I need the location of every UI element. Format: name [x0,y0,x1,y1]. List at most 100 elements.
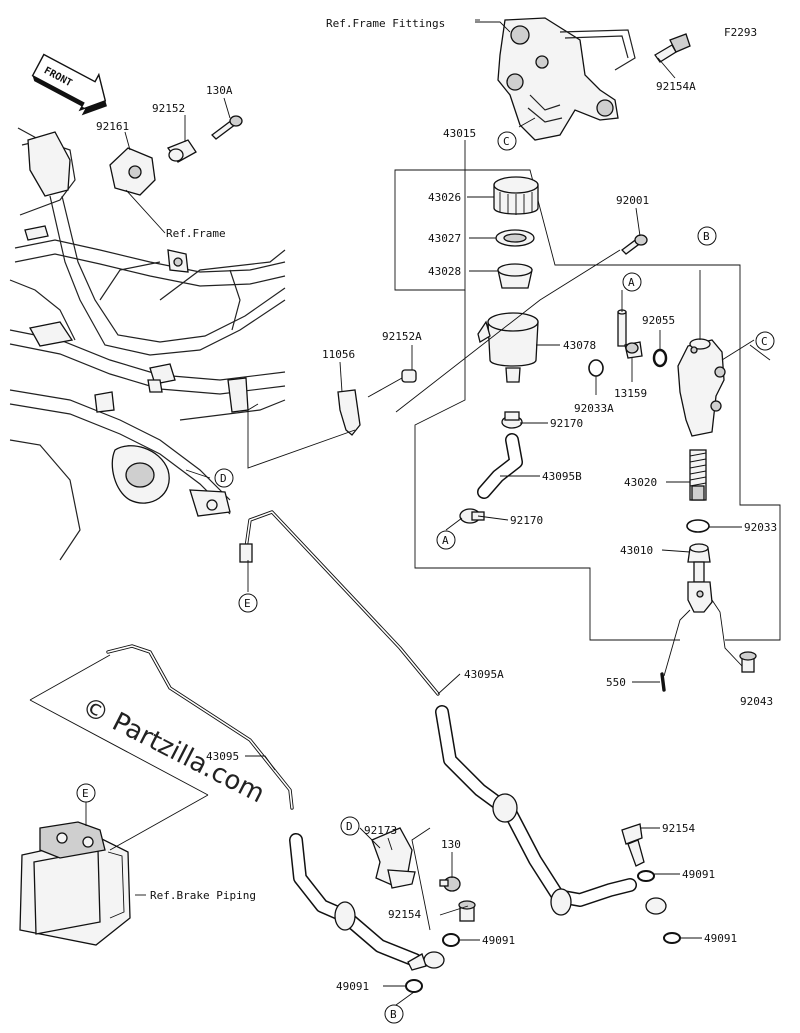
part-label-92043: 92043 [740,695,773,708]
callout-c-right: C [755,331,775,351]
svg-text:E: E [244,597,251,610]
svg-text:D: D [220,472,227,485]
banjo-bolt-92154-left[interactable] [458,900,476,922]
diaphragm-43028[interactable] [497,263,533,289]
reservoir-cap-43026[interactable] [493,176,539,215]
circlip-92033[interactable] [686,519,710,533]
part-label-43095: 43095 [206,750,239,763]
clamp-92170-upper[interactable] [501,411,523,429]
svg-text:B: B [703,230,710,243]
part-label-49091-right-lower: 49091 [704,932,737,945]
part-labels: Ref.Frame Fittings 92154A 43015 43026 43… [96,17,777,993]
part-label-130: 130 [441,838,461,851]
hose-43095B[interactable] [477,433,523,499]
svg-text:© Partzilla.com: © Partzilla.com [77,692,269,810]
part-label-11056: 11056 [322,348,355,361]
callout-e-abs: E [76,783,96,803]
spring-43020[interactable] [689,449,707,501]
damper-92152[interactable] [166,139,197,163]
callout-d-bracket: D [340,816,360,836]
screw-92001[interactable] [621,234,648,255]
brake-hose-right[interactable] [435,705,637,916]
circlip-92033A[interactable] [588,359,604,377]
bolt-92154A[interactable] [654,33,691,63]
union-13159[interactable] [624,341,643,359]
part-label-49091-left-lower: 49091 [336,980,369,993]
bolt-130[interactable] [439,876,461,892]
collar-92152A[interactable] [401,369,417,383]
push-rod-43010[interactable] [687,543,713,613]
banjo-fitting-right[interactable] [645,897,667,915]
bracket-11056[interactable] [337,389,361,436]
part-label-92170-lower: 92170 [510,514,543,527]
banjo-fitting-left[interactable] [407,951,445,971]
part-label-43078: 43078 [563,339,596,352]
part-label-130A: 130A [206,84,233,97]
leader-lines [29,19,771,1006]
cotter-pin-550[interactable] [660,672,666,692]
master-cylinder-43015[interactable] [677,338,726,437]
part-label-550: 550 [606,676,626,689]
seat-bracket-92161[interactable] [109,147,156,196]
washer-49091-left-lower[interactable] [405,979,423,993]
part-label-43010: 43010 [620,544,653,557]
front-arrow-icon: FRONT [31,53,107,116]
part-label-43095A: 43095A [464,668,504,681]
figure-code: F2293 [724,26,757,39]
svg-text:B: B [390,1008,397,1021]
reservoir-43078[interactable] [477,312,539,383]
callout-e-pipe: E [238,593,258,613]
callout-c-top: C [497,131,517,151]
svg-text:C: C [761,335,768,348]
washer-49091-right-upper[interactable] [637,870,655,882]
brake-pipe-43095[interactable] [106,644,294,810]
o-ring-92055[interactable] [652,348,668,368]
part-label-92154-right: 92154 [662,822,695,835]
ref-frame-fittings-label: Ref.Frame Fittings [326,17,445,30]
frame-fittings-bracket [497,17,636,141]
svg-text:A: A [442,534,449,547]
banjo-bolt-92154-right[interactable] [621,823,645,867]
part-label-43020: 43020 [624,476,657,489]
part-label-49091-right-upper: 49091 [682,868,715,881]
ref-brake-piping-label: Ref.Brake Piping [150,889,256,902]
svg-text:D: D [346,820,353,833]
callout-d-frame: D [214,468,234,488]
callout-a-top: A [622,272,642,292]
part-label-92154-left: 92154 [388,908,421,921]
watermark: © Partzilla.com [77,692,269,810]
part-label-92033: 92033 [744,521,777,534]
part-label-92170-upper: 92170 [550,417,583,430]
part-label-49091-left-upper: 49091 [482,934,515,947]
part-label-92173: 92173 [364,824,397,837]
part-label-92154A: 92154A [656,80,696,93]
pin-92043[interactable] [739,651,757,673]
bolt-130A[interactable] [211,115,243,140]
part-label-43095B: 43095B [542,470,582,483]
frame-illustration [9,127,286,561]
part-label-92001: 92001 [616,194,649,207]
part-label-43015: 43015 [443,127,476,140]
callout-b-bottom: B [384,1004,404,1024]
svg-text:C: C [503,135,510,148]
part-label-92152: 92152 [152,102,185,115]
washer-49091-left-upper[interactable] [442,933,460,947]
part-label-43026: 43026 [428,191,461,204]
part-label-43028: 43028 [428,265,461,278]
part-label-13159: 13159 [614,387,647,400]
diaphragm-plate-43027[interactable] [495,229,535,247]
brake-hose-left[interactable] [289,833,422,967]
svg-text:E: E [82,787,89,800]
ref-frame-label: Ref.Frame [166,227,226,240]
washer-49091-right-lower[interactable] [663,932,681,944]
callout-a-bottom: A [436,530,456,550]
pipe-fitting-a[interactable] [617,309,627,347]
abs-unit [19,821,131,946]
bracket-92173[interactable] [371,827,416,889]
brake-pipe-43095A[interactable] [239,510,440,696]
part-label-92055: 92055 [642,314,675,327]
part-label-43027: 43027 [428,232,461,245]
part-label-92152A: 92152A [382,330,422,343]
svg-text:A: A [628,276,635,289]
